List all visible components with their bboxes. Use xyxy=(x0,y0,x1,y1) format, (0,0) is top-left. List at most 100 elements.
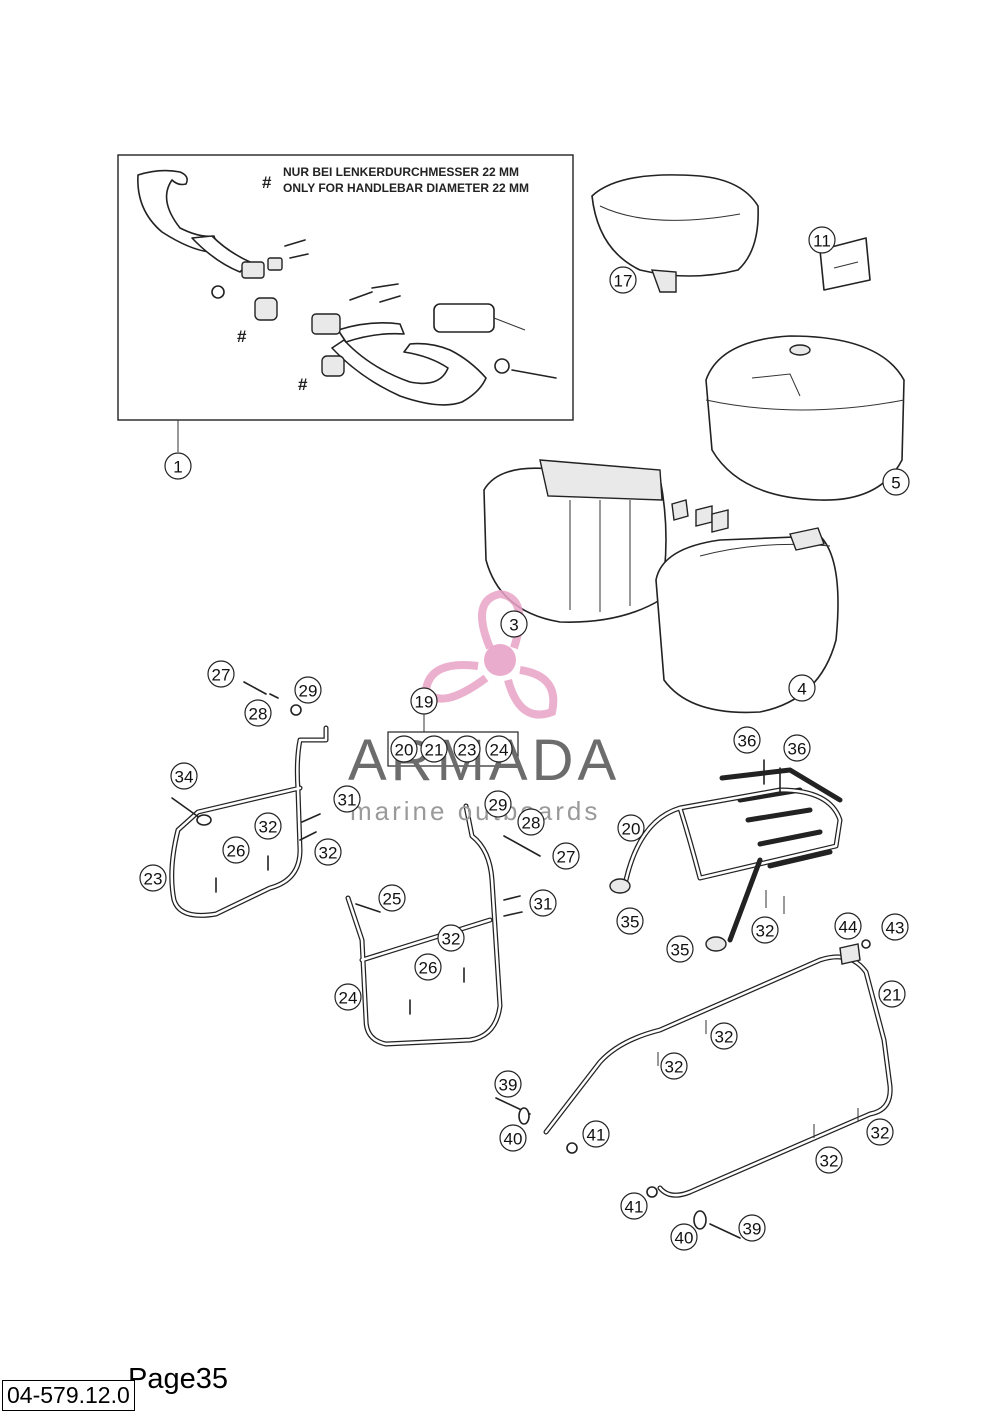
upper-bolts xyxy=(284,239,309,259)
callout-label: 26 xyxy=(227,842,246,861)
nut-41b xyxy=(646,1186,658,1198)
callout-label: 36 xyxy=(738,732,757,751)
callout-5: 5 xyxy=(882,468,910,496)
callout-20: 20 xyxy=(390,735,418,763)
callout-36: 36 xyxy=(783,734,811,762)
watermark: ARMADA marine outboards xyxy=(348,589,616,826)
mount-plate-1 xyxy=(671,499,689,521)
callout-circle xyxy=(882,468,910,496)
callout-label: 40 xyxy=(504,1130,523,1149)
callout-label: 32 xyxy=(756,922,775,941)
callout-label: 43 xyxy=(886,919,905,938)
callout-25: 25 xyxy=(378,884,406,912)
callout-circle xyxy=(660,1052,688,1080)
callout-label: 29 xyxy=(489,796,508,815)
callout-label: 35 xyxy=(621,913,640,932)
callout-circle xyxy=(733,726,761,754)
callout-40: 40 xyxy=(499,1124,527,1152)
side-carrier-left xyxy=(169,681,329,918)
bolt-34-head xyxy=(196,814,212,826)
callout-26: 26 xyxy=(222,836,250,864)
note-symbol-3: # xyxy=(298,375,308,394)
callout-label: 32 xyxy=(442,930,461,949)
sticker xyxy=(819,237,871,291)
bolt-25 xyxy=(355,903,381,913)
callout-circle xyxy=(207,660,235,688)
callout-label: 41 xyxy=(625,1198,644,1217)
callout-label: 24 xyxy=(339,989,358,1008)
callout-circle xyxy=(414,953,442,981)
diagram-code: 04-579.12.0 xyxy=(2,1380,135,1411)
callout-label: 32 xyxy=(715,1028,734,1047)
callout-35: 35 xyxy=(666,935,694,963)
bolt-34 xyxy=(171,797,201,819)
callout-21: 21 xyxy=(878,980,906,1008)
callout-circle xyxy=(499,1124,527,1152)
callout-label: 11 xyxy=(813,232,831,251)
callout-label: 39 xyxy=(743,1220,762,1239)
callout-27: 27 xyxy=(552,842,580,870)
callout-circle xyxy=(500,610,528,638)
callout-32: 32 xyxy=(815,1146,843,1174)
upper-hand-guard xyxy=(137,169,217,253)
callout-circle xyxy=(484,790,512,818)
callout-label: 32 xyxy=(871,1124,890,1143)
callout-41: 41 xyxy=(620,1192,648,1220)
callout-circle xyxy=(390,735,418,763)
callout-circle xyxy=(670,1223,698,1251)
callout-label: 32 xyxy=(665,1058,684,1077)
callout-label: 27 xyxy=(557,848,576,867)
side-case-left-rim xyxy=(539,459,663,501)
bolt-27-center xyxy=(503,835,541,857)
callout-circle xyxy=(866,1118,894,1146)
callout-label: 40 xyxy=(675,1229,694,1248)
callout-label: 19 xyxy=(415,693,434,712)
callout-label: 27 xyxy=(212,666,231,685)
side-case-right-body xyxy=(655,535,839,714)
grip-line xyxy=(493,317,526,331)
callout-label: 23 xyxy=(458,741,477,760)
callout-circle xyxy=(881,913,909,941)
callout-label: 36 xyxy=(788,740,807,759)
callout-31: 31 xyxy=(333,785,361,813)
note-line-english: ONLY FOR HANDLEBAR DIAMETER 22 MM xyxy=(283,181,529,195)
callout-circle xyxy=(834,912,862,940)
tank-bag xyxy=(591,174,759,293)
callout-32: 32 xyxy=(751,916,779,944)
top-case-lock xyxy=(789,344,811,356)
bolts-31-center xyxy=(503,895,523,917)
carrier-21-tube-inner xyxy=(544,955,892,1197)
propeller-hub xyxy=(484,644,516,676)
screws-26-center xyxy=(409,967,465,1015)
callout-21: 21 xyxy=(420,735,448,763)
washers-32-rear xyxy=(657,1020,859,1138)
callout-32: 32 xyxy=(660,1052,688,1080)
callout-1: 1 xyxy=(164,452,192,480)
tank-bag-seam xyxy=(599,205,741,221)
callout-circle xyxy=(617,814,645,842)
washer-29-left xyxy=(290,704,302,716)
note-symbol-2: # xyxy=(237,327,247,346)
top-case-body xyxy=(705,335,905,501)
callout-label: 25 xyxy=(383,890,402,909)
callout-23: 23 xyxy=(139,864,167,892)
callout-circle xyxy=(170,762,198,790)
callout-circle xyxy=(609,266,637,294)
callout-24: 24 xyxy=(485,735,513,763)
callout-circle xyxy=(164,452,192,480)
callout-circle xyxy=(620,1192,648,1220)
callout-circle xyxy=(222,836,250,864)
guard-long-bolt xyxy=(511,369,557,379)
callout-circle xyxy=(294,676,322,704)
note-line-german: NUR BEI LENKERDURCHMESSER 22 MM xyxy=(283,165,519,179)
callout-41: 41 xyxy=(582,1120,610,1148)
callout-circle xyxy=(751,916,779,944)
callout-36: 36 xyxy=(733,726,761,754)
callout-label: 28 xyxy=(249,705,268,724)
nut-43 xyxy=(861,939,871,949)
callout-circle xyxy=(485,735,513,763)
callout-circle xyxy=(529,889,557,917)
callout-17: 17 xyxy=(609,266,637,294)
callout-label: 32 xyxy=(259,818,278,837)
callout-39: 39 xyxy=(738,1214,766,1242)
